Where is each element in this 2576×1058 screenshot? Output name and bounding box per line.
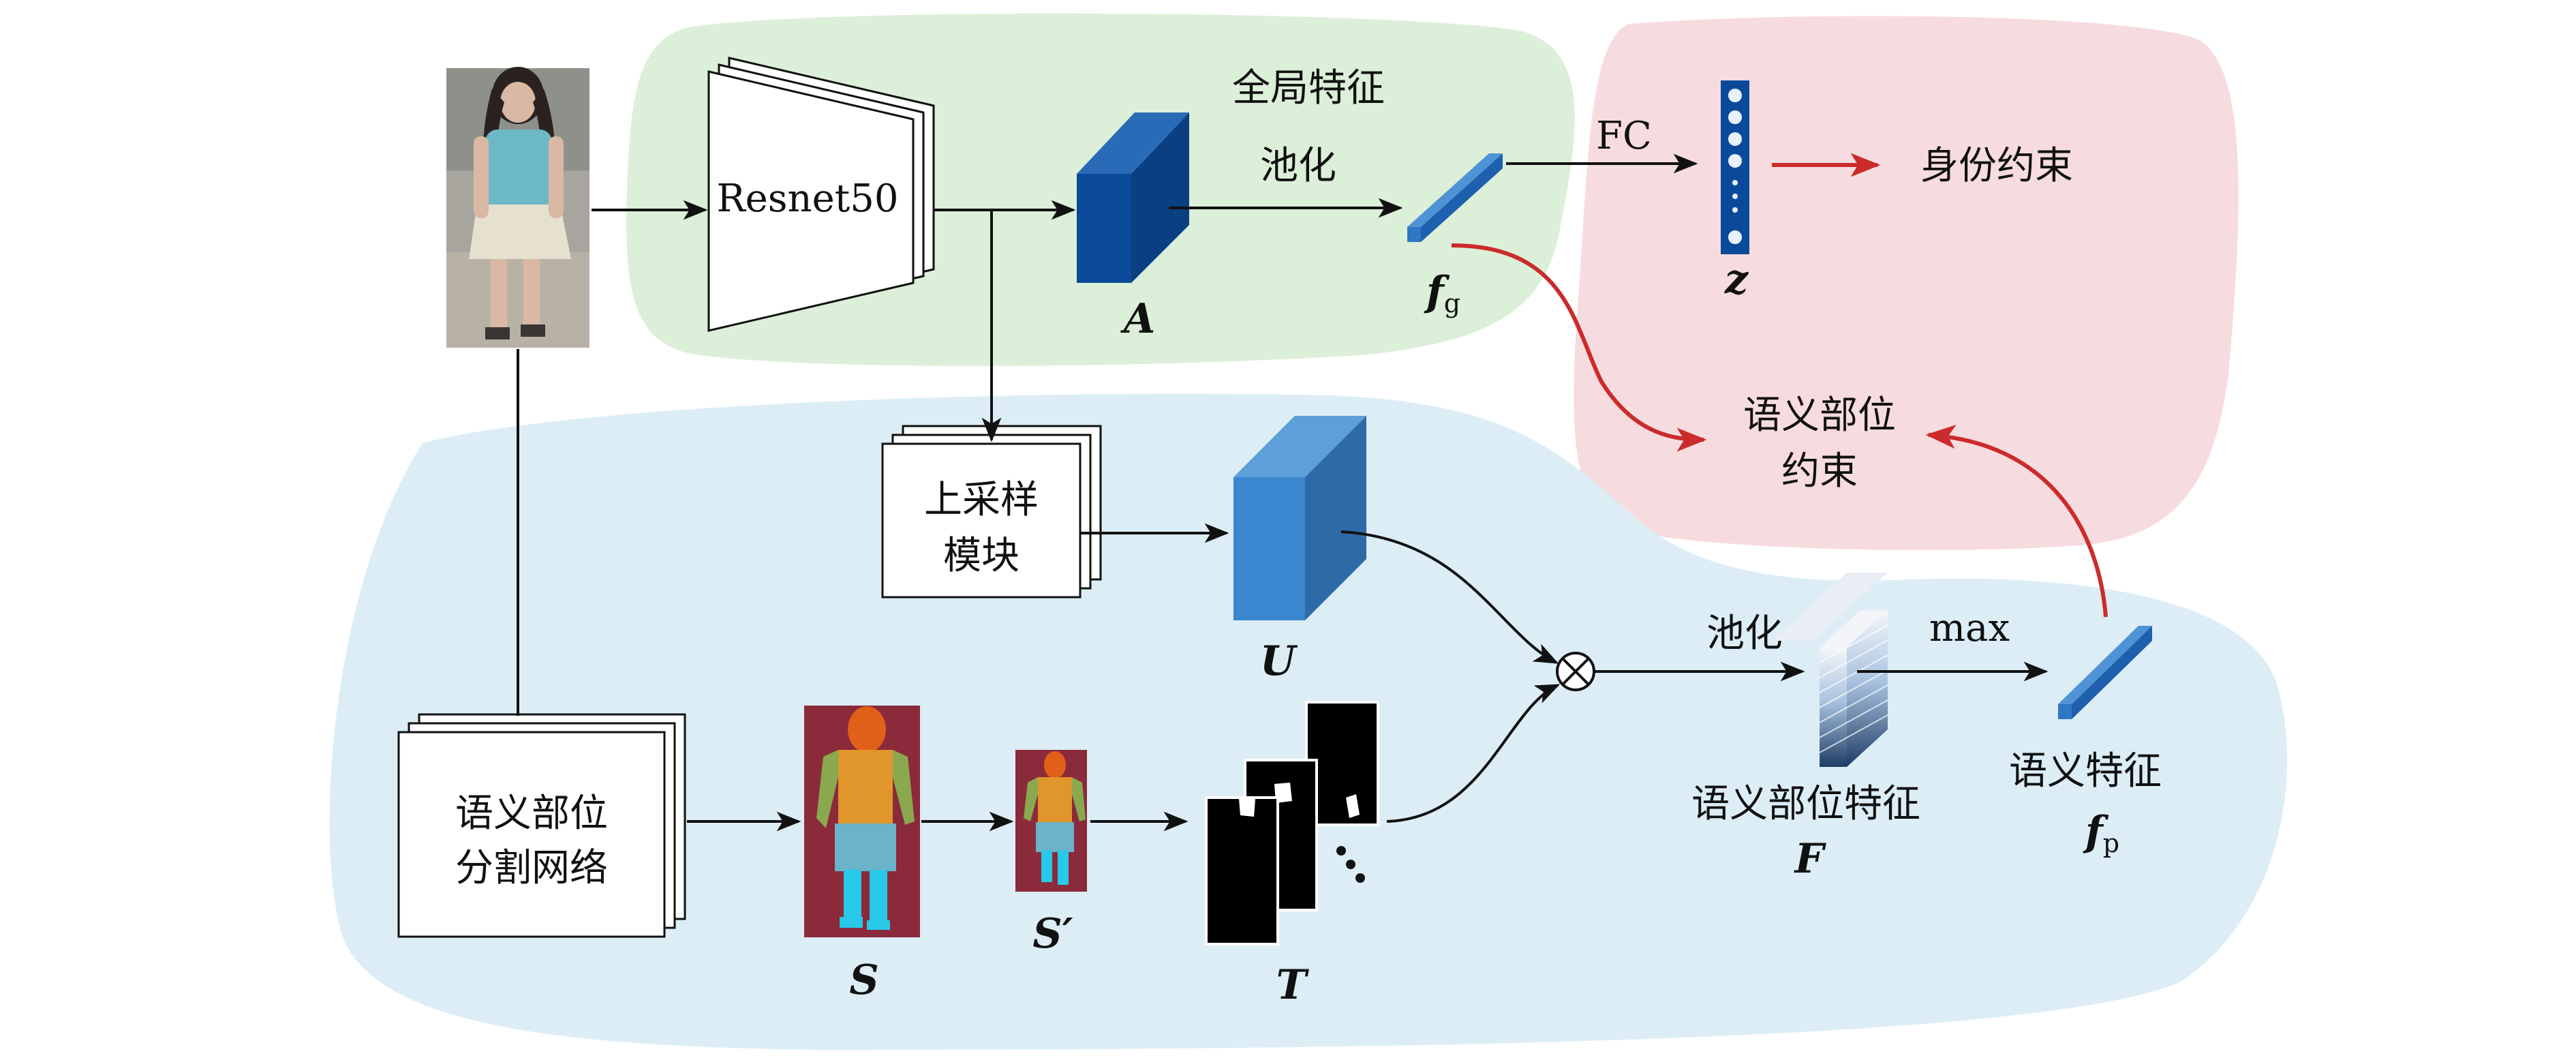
symbol-fp-sub: p <box>2103 828 2119 858</box>
multiply-operator <box>1556 652 1595 691</box>
feature-map-a <box>1077 112 1189 283</box>
identity-constraint-label: 身份约束 <box>1920 144 2073 188</box>
segmentation-label-line1: 语义部位 <box>455 791 608 836</box>
input-person-image <box>446 67 589 348</box>
feature-map-u <box>1233 416 1366 620</box>
segmentation-label-line2: 分割网络 <box>455 846 608 890</box>
arrow-t-to-multiply <box>1386 684 1561 823</box>
constraint-arrows <box>1451 153 2108 618</box>
upsampling-label-line2: 模块 <box>943 534 1019 578</box>
segmentation-map-s-prime <box>1015 750 1087 892</box>
symbol-u: U <box>1260 637 1298 685</box>
segmentation-map-s <box>804 706 920 937</box>
segmentation-network: 语义部位 分割网络 <box>397 713 686 938</box>
resnet50-block: Resnet50 <box>707 57 935 332</box>
flow-arrows <box>517 153 2049 832</box>
binary-masks-t <box>1205 701 1379 946</box>
symbol-fg-sub: g <box>1444 288 1460 318</box>
arrow-fg-to-semantic-constraint <box>1451 243 1707 452</box>
symbol-t: T <box>1276 961 1310 1009</box>
global-feature-vector-fg <box>1407 153 1503 242</box>
part-feature-label: 语义部位特征 <box>1691 782 1920 826</box>
symbol-s-prime: S′ <box>1032 910 1073 958</box>
constraint-region <box>1574 16 2239 551</box>
symbol-a: A <box>1120 295 1156 343</box>
pooling-label-global: 池化 <box>1260 144 1336 188</box>
semantic-constraint-label-line2: 约束 <box>1781 449 1858 494</box>
semantic-feature-label: 语义特征 <box>2009 749 2162 794</box>
symbol-z: z <box>1724 256 1749 303</box>
symbol-s: S <box>849 956 878 1004</box>
resnet50-label: Resnet50 <box>716 177 898 221</box>
upsampling-label-line1: 上采样 <box>924 478 1039 522</box>
arrow-u-to-multiply <box>1340 530 1559 664</box>
symbol-fp: fp <box>2083 808 2119 858</box>
upsampling-module: 上采样 模块 <box>881 425 1102 599</box>
max-label: max <box>1929 606 2010 650</box>
symbol-f: F <box>1794 835 1827 883</box>
fc-label: FC <box>1596 114 1652 158</box>
pooling-label-part: 池化 <box>1706 611 1783 656</box>
semantic-feature-vector-fp <box>2058 626 2152 719</box>
semantic-constraint-label-line1: 语义部位 <box>1743 393 1896 438</box>
part-feature-stack-f <box>1772 573 1888 767</box>
identity-vector-z <box>1721 80 1749 254</box>
arrow-fp-to-semantic-constraint <box>1925 425 2108 618</box>
global-feature-title: 全局特征 <box>1232 66 1385 110</box>
